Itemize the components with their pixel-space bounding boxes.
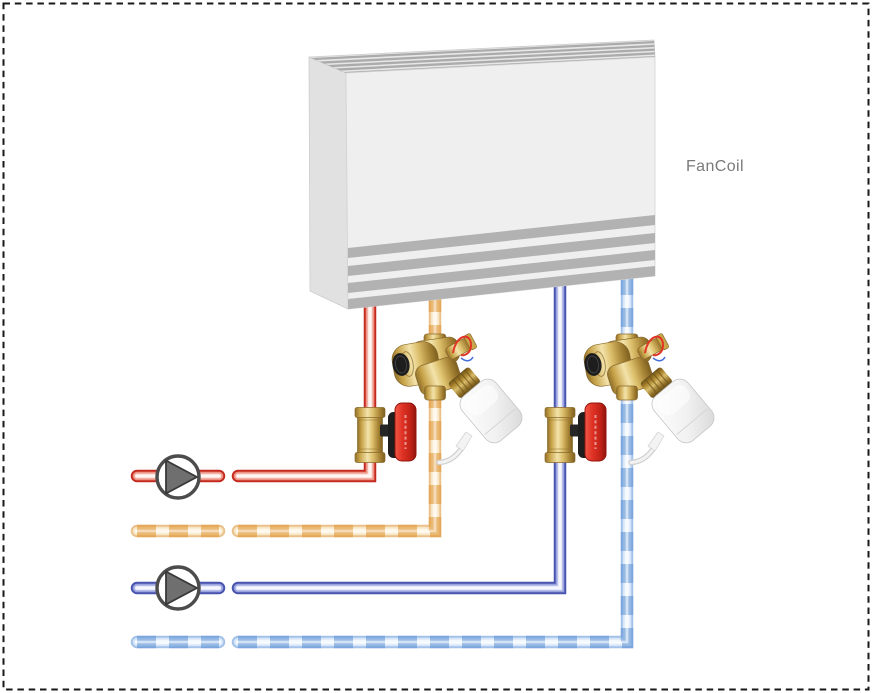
fancoil-left-face	[308, 56, 349, 310]
cooling-ball-valve	[544, 402, 607, 464]
pump-impeller-triangle	[165, 459, 198, 495]
fancoil-outlet-vents	[348, 215, 655, 309]
heating-supply-pipe	[137, 300, 370, 476]
cooling-pump-icon	[155, 565, 201, 611]
heating-ball-valve	[354, 402, 417, 464]
heating-pump-icon	[155, 454, 201, 500]
fancoil-unit	[308, 39, 656, 310]
fancoil-top-grille	[311, 41, 655, 73]
fancoil-label: FanCoil	[686, 158, 744, 175]
pump-impeller-triangle	[165, 570, 198, 606]
